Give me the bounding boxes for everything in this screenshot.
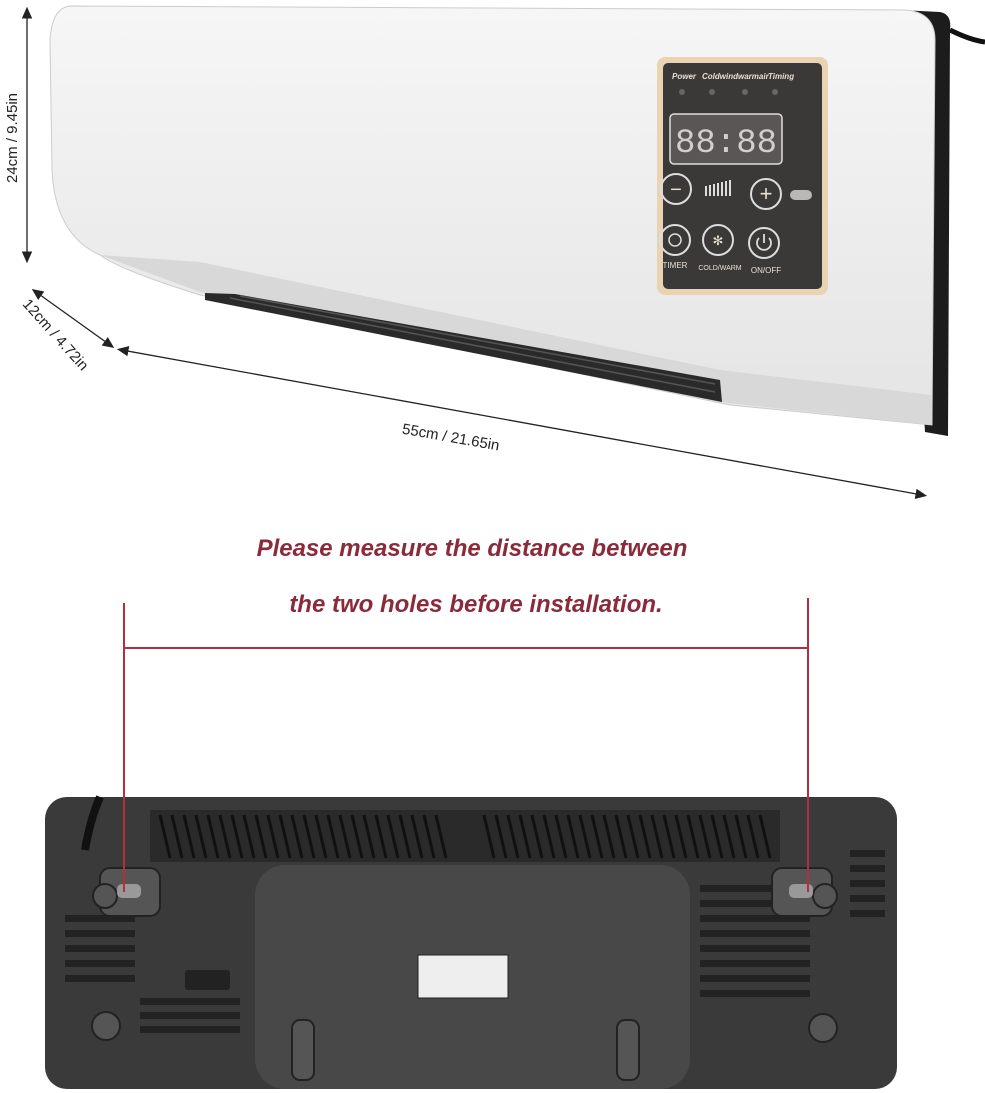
mounting-holes — [91, 867, 838, 1081]
side-vents — [65, 850, 885, 1033]
clock-icon — [668, 233, 682, 247]
hole-distance-marker — [123, 598, 809, 892]
status-indicator — [790, 190, 812, 200]
depth-label: 12cm / 4.72in — [19, 296, 92, 374]
install-note-line2: the two holes before installation. — [289, 591, 662, 618]
label-warmair: warmair — [738, 72, 770, 81]
snowflake-sun-icon: ✻ — [713, 233, 724, 248]
heater-back-view — [45, 795, 897, 1089]
label-coldwind: Coldwind — [702, 72, 739, 81]
label-power: Power — [672, 72, 697, 81]
minus-button[interactable] — [660, 173, 692, 205]
timer-button[interactable] — [659, 224, 691, 256]
dimension-markers — [21, 6, 928, 499]
install-note-line1: Please measure the distance between — [257, 535, 688, 562]
timer-label: TIMER — [663, 261, 688, 270]
on-off-button[interactable] — [748, 227, 780, 259]
control-panel: Power Coldwind warmair Timing 88:88 − + … — [657, 57, 828, 295]
top-vent-slats — [158, 814, 772, 859]
cold-warm-label: COLD/WARM — [698, 265, 741, 272]
led-display — [669, 113, 783, 165]
label-timing: Timing — [768, 72, 794, 81]
power-cord — [948, 27, 985, 45]
display-digits: 88:88 — [675, 125, 777, 163]
plus-button[interactable] — [750, 178, 782, 210]
back-power-cord — [81, 795, 104, 851]
plus-icon: + — [760, 181, 773, 206]
width-label: 55cm / 21.65in — [401, 421, 501, 455]
top-vent — [150, 810, 780, 862]
height-label: 24cm / 9.45in — [4, 93, 21, 183]
depth-arrow — [31, 288, 115, 349]
minus-icon: − — [670, 179, 682, 201]
power-icon — [756, 234, 772, 251]
cold-warm-button[interactable] — [702, 224, 734, 256]
width-arrow — [116, 346, 928, 499]
level-bars-icon — [705, 180, 731, 196]
indicator-lights — [679, 89, 778, 95]
rating-label — [417, 954, 509, 999]
on-off-label: ON/OFF — [751, 266, 781, 275]
